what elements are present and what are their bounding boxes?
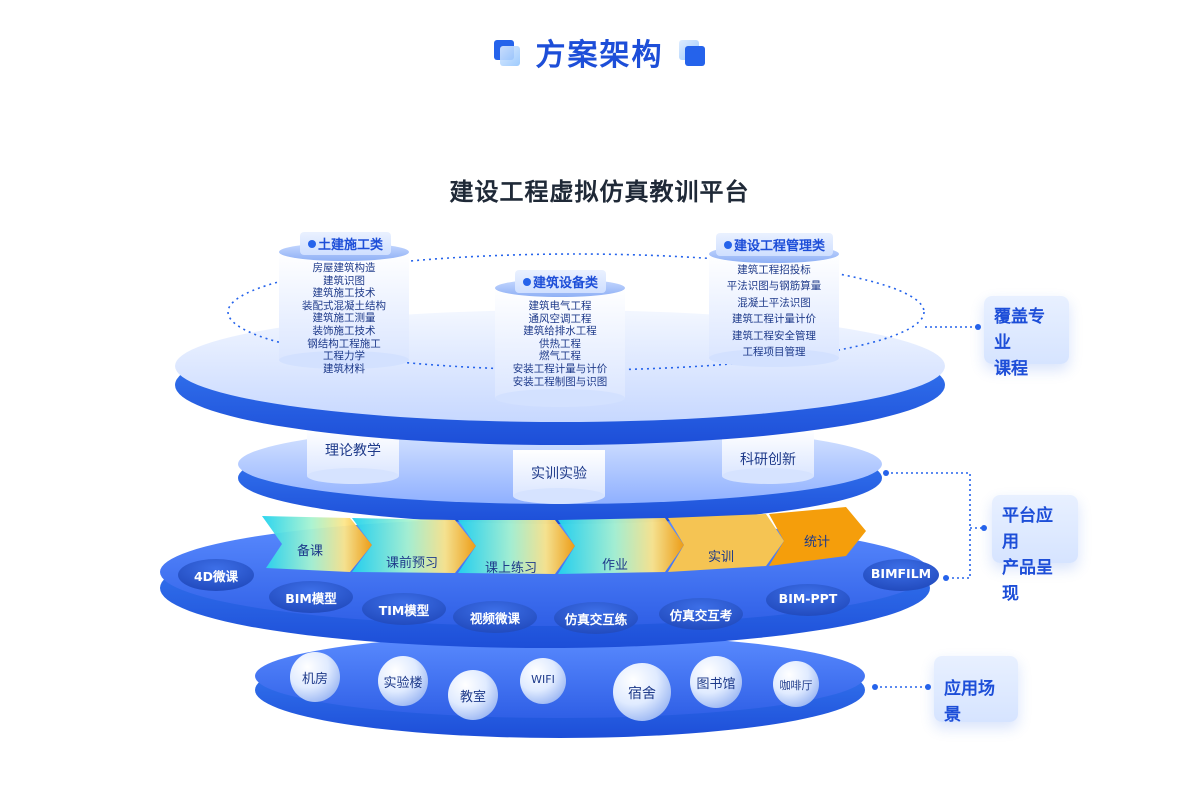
flow-step-practice: 课上练习 bbox=[484, 561, 537, 576]
category-list-civil: 房屋建筑构造 建筑识图 建筑施工技术 装配式混凝土结构 建筑施工测量 装饰施工技… bbox=[279, 262, 409, 375]
list-item: 建筑给排水工程 bbox=[523, 325, 597, 338]
scene-lab-building: 实验楼 bbox=[383, 676, 423, 691]
chip-sim-practice: 仿真交互练 bbox=[564, 612, 628, 627]
list-item: 装配式混凝土结构 bbox=[302, 299, 386, 312]
scene-library: 图书馆 bbox=[696, 677, 736, 692]
chip-4d-micro: 4D微课 bbox=[193, 569, 239, 584]
chip-bimfilm: BIMFILM bbox=[870, 566, 932, 581]
bullet-icon bbox=[308, 240, 316, 248]
list-item: 平法识图与钢筋算量 bbox=[726, 280, 822, 293]
tier1-cylinders bbox=[279, 243, 839, 407]
category-title-management: 建设工程管理类 bbox=[716, 233, 834, 256]
flow-step-homework: 作业 bbox=[601, 558, 628, 573]
pillar-research: 科研创新 bbox=[740, 452, 796, 468]
chip-bim-ppt: BIM-PPT bbox=[778, 591, 838, 606]
list-item: 工程项目管理 bbox=[742, 346, 806, 359]
tier3-chips bbox=[178, 559, 939, 634]
chip-video-micro: 视频微课 bbox=[469, 611, 520, 626]
list-item: 混凝土平法识图 bbox=[737, 296, 811, 309]
flow-step-prep: 备课 bbox=[296, 544, 323, 559]
scene-dormitory: 宿舍 bbox=[628, 686, 656, 702]
list-item: 安装工程计量与计价 bbox=[512, 362, 608, 375]
callout-scenarios: 应用场景 bbox=[934, 656, 1018, 725]
bullet-icon bbox=[523, 278, 531, 286]
scene-computer-room: 机房 bbox=[301, 672, 328, 687]
list-item: 建筑识图 bbox=[323, 274, 365, 287]
list-item: 建筑电气工程 bbox=[528, 300, 592, 312]
list-item: 装饰施工技术 bbox=[312, 324, 376, 337]
chip-bim-model: BIM模型 bbox=[285, 591, 337, 606]
tier4-spheres bbox=[290, 652, 819, 721]
list-item: 建筑施工测量 bbox=[312, 312, 376, 325]
scene-cafe: 咖啡厅 bbox=[779, 679, 813, 692]
category-list-management: 建筑工程招投标 平法识图与钢筋算量 混凝土平法识图 建筑工程计量计价 建筑工程安… bbox=[709, 262, 839, 360]
list-item: 建筑工程安全管理 bbox=[732, 329, 816, 342]
category-title-civil: 土建施工类 bbox=[300, 232, 392, 255]
pillar-practice: 实训实验 bbox=[531, 466, 587, 482]
list-item: 建筑工程招投标 bbox=[737, 264, 811, 276]
chip-sim-exam: 仿真交互考 bbox=[669, 608, 733, 623]
tier3-flow bbox=[262, 507, 866, 574]
category-title-equipment: 建筑设备类 bbox=[515, 270, 607, 293]
tier2-pillars bbox=[307, 430, 814, 504]
scene-wifi: WIFI bbox=[531, 673, 555, 686]
flow-step-preview: 课前预习 bbox=[385, 556, 438, 571]
title-right-mark-icon bbox=[679, 40, 707, 68]
list-item: 房屋建筑构造 bbox=[312, 262, 376, 274]
pillar-theory: 理论教学 bbox=[325, 443, 381, 459]
callout-courses: 覆盖专业 课程 bbox=[984, 296, 1069, 379]
bullet-icon bbox=[724, 241, 732, 249]
list-item: 供热工程 bbox=[539, 337, 581, 350]
title-left-mark-icon bbox=[494, 40, 522, 68]
list-item: 建筑材料 bbox=[323, 362, 365, 375]
list-item: 安装工程制图与识图 bbox=[512, 375, 608, 388]
list-item: 工程力学 bbox=[323, 350, 365, 363]
category-list-equipment: 建筑电气工程 通风空调工程 建筑给排水工程 供热工程 燃气工程 安装工程计量与计… bbox=[495, 300, 625, 388]
list-item: 建筑工程计量计价 bbox=[732, 313, 816, 326]
list-item: 建筑施工技术 bbox=[312, 287, 376, 300]
flow-step-statistics: 统计 bbox=[803, 535, 830, 550]
platform-subtitle: 建设工程虚拟仿真教训平台 bbox=[449, 178, 750, 206]
callout-platform: 平台应用 产品呈现 bbox=[992, 495, 1078, 604]
chip-tim-model: TIM模型 bbox=[378, 603, 430, 618]
list-item: 钢结构工程施工 bbox=[307, 337, 381, 350]
list-item: 通风空调工程 bbox=[528, 312, 592, 325]
page-title: 方案架构 bbox=[535, 38, 664, 73]
list-item: 燃气工程 bbox=[539, 350, 581, 363]
flow-step-training: 实训 bbox=[707, 550, 734, 565]
scene-classroom: 教室 bbox=[459, 690, 486, 705]
